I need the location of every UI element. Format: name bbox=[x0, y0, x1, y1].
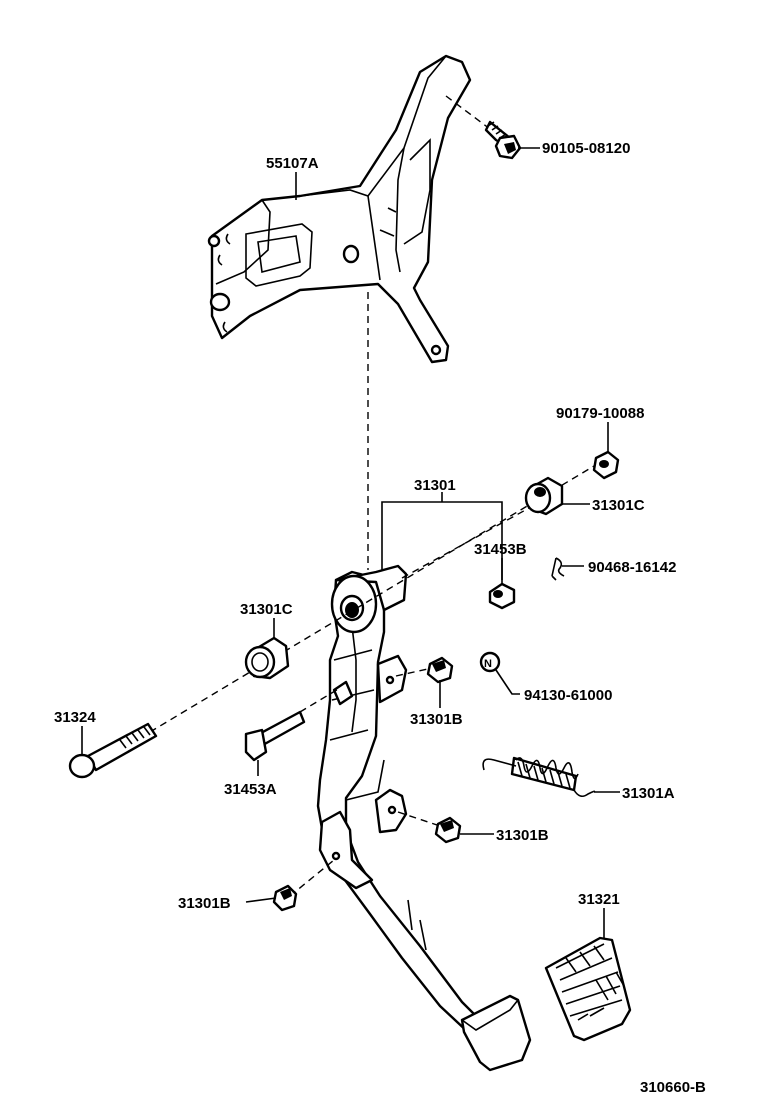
figure-code: 310660-B bbox=[640, 1079, 706, 1096]
label-spring: 31301A bbox=[622, 785, 675, 802]
stop-left bbox=[245, 859, 335, 912]
nut bbox=[592, 422, 620, 480]
pivot-axis bbox=[149, 459, 605, 733]
label-note-n: N bbox=[484, 658, 492, 670]
right-bushing bbox=[524, 476, 590, 516]
label-stop-upper: 31301B bbox=[410, 711, 463, 728]
collar-a bbox=[244, 687, 341, 776]
label-bolt-main: 31324 bbox=[54, 709, 96, 726]
retaining-clip bbox=[551, 557, 584, 581]
label-bolt-top: 90105-08120 bbox=[542, 140, 630, 157]
label-collar-b: 31453B bbox=[474, 541, 527, 558]
stop-mid bbox=[397, 811, 494, 844]
pedal-bracket bbox=[207, 54, 472, 364]
label-stop-mid: 31301B bbox=[496, 827, 549, 844]
label-bushing-right: 31301C bbox=[592, 497, 645, 514]
clutch-pedal-arm bbox=[316, 564, 490, 1036]
label-bushing-left: 31301C bbox=[240, 601, 293, 618]
label-pad: 31321 bbox=[578, 891, 620, 908]
pivot-bolt bbox=[68, 722, 158, 779]
label-nut: 90179-10088 bbox=[556, 405, 644, 422]
label-n-part: 94130-61000 bbox=[524, 687, 612, 704]
left-bushing bbox=[244, 618, 290, 680]
label-bracket: 55107A bbox=[266, 155, 319, 172]
label-pedal-assy: 31301 bbox=[414, 477, 456, 494]
collar-b bbox=[488, 558, 516, 610]
pivot-axis-upper bbox=[401, 501, 541, 579]
return-spring bbox=[482, 756, 620, 798]
bracket-bolt bbox=[445, 95, 540, 160]
label-stop-left: 31301B bbox=[178, 895, 231, 912]
pedal-pad bbox=[544, 908, 632, 1042]
assembly-bracket-leader bbox=[381, 492, 503, 580]
label-clip: 90468-16142 bbox=[588, 559, 676, 576]
label-collar-a: 31453A bbox=[224, 781, 277, 798]
pedal-foot bbox=[460, 994, 532, 1072]
stop-upper bbox=[395, 656, 454, 708]
note-n-marker bbox=[479, 651, 520, 695]
